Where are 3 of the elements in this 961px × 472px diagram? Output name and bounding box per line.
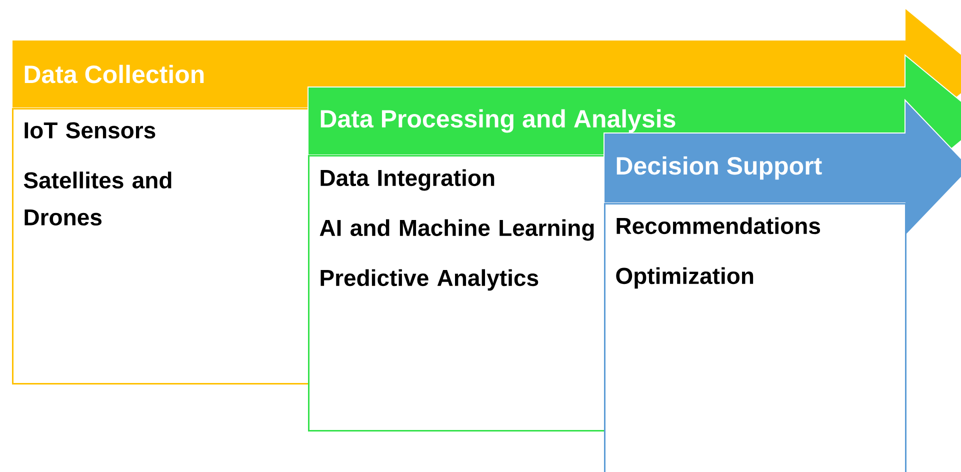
list-box: Data Integration AI and Machine Learning Predictive Analytics xyxy=(308,155,606,432)
list-box: Recommendations Optimization xyxy=(604,203,906,472)
list-box: IoT Sensors Satellites and Drones xyxy=(12,108,310,384)
